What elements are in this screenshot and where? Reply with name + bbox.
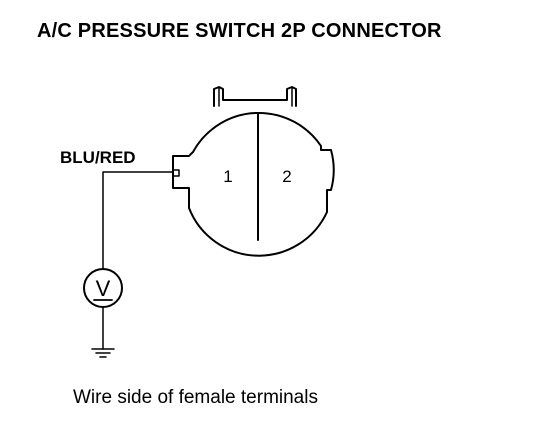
terminal-1-label: 1: [223, 167, 232, 186]
diagram-caption: Wire side of female terminals: [73, 387, 318, 408]
connector-body: [172, 86, 335, 257]
diagram-title: A/C PRESSURE SWITCH 2P CONNECTOR: [37, 20, 442, 42]
wire-label: BLU/RED: [60, 148, 136, 167]
voltmeter-icon: V: [83, 268, 123, 308]
terminal-2-label: 2: [282, 167, 291, 186]
probe-wire: [102, 171, 174, 270]
connector-lock-tab: [213, 86, 297, 107]
voltmeter-letter: V: [96, 276, 111, 301]
connector-housing: [172, 112, 335, 257]
ground-icon: [91, 348, 115, 358]
connector-left-key: [172, 169, 180, 177]
